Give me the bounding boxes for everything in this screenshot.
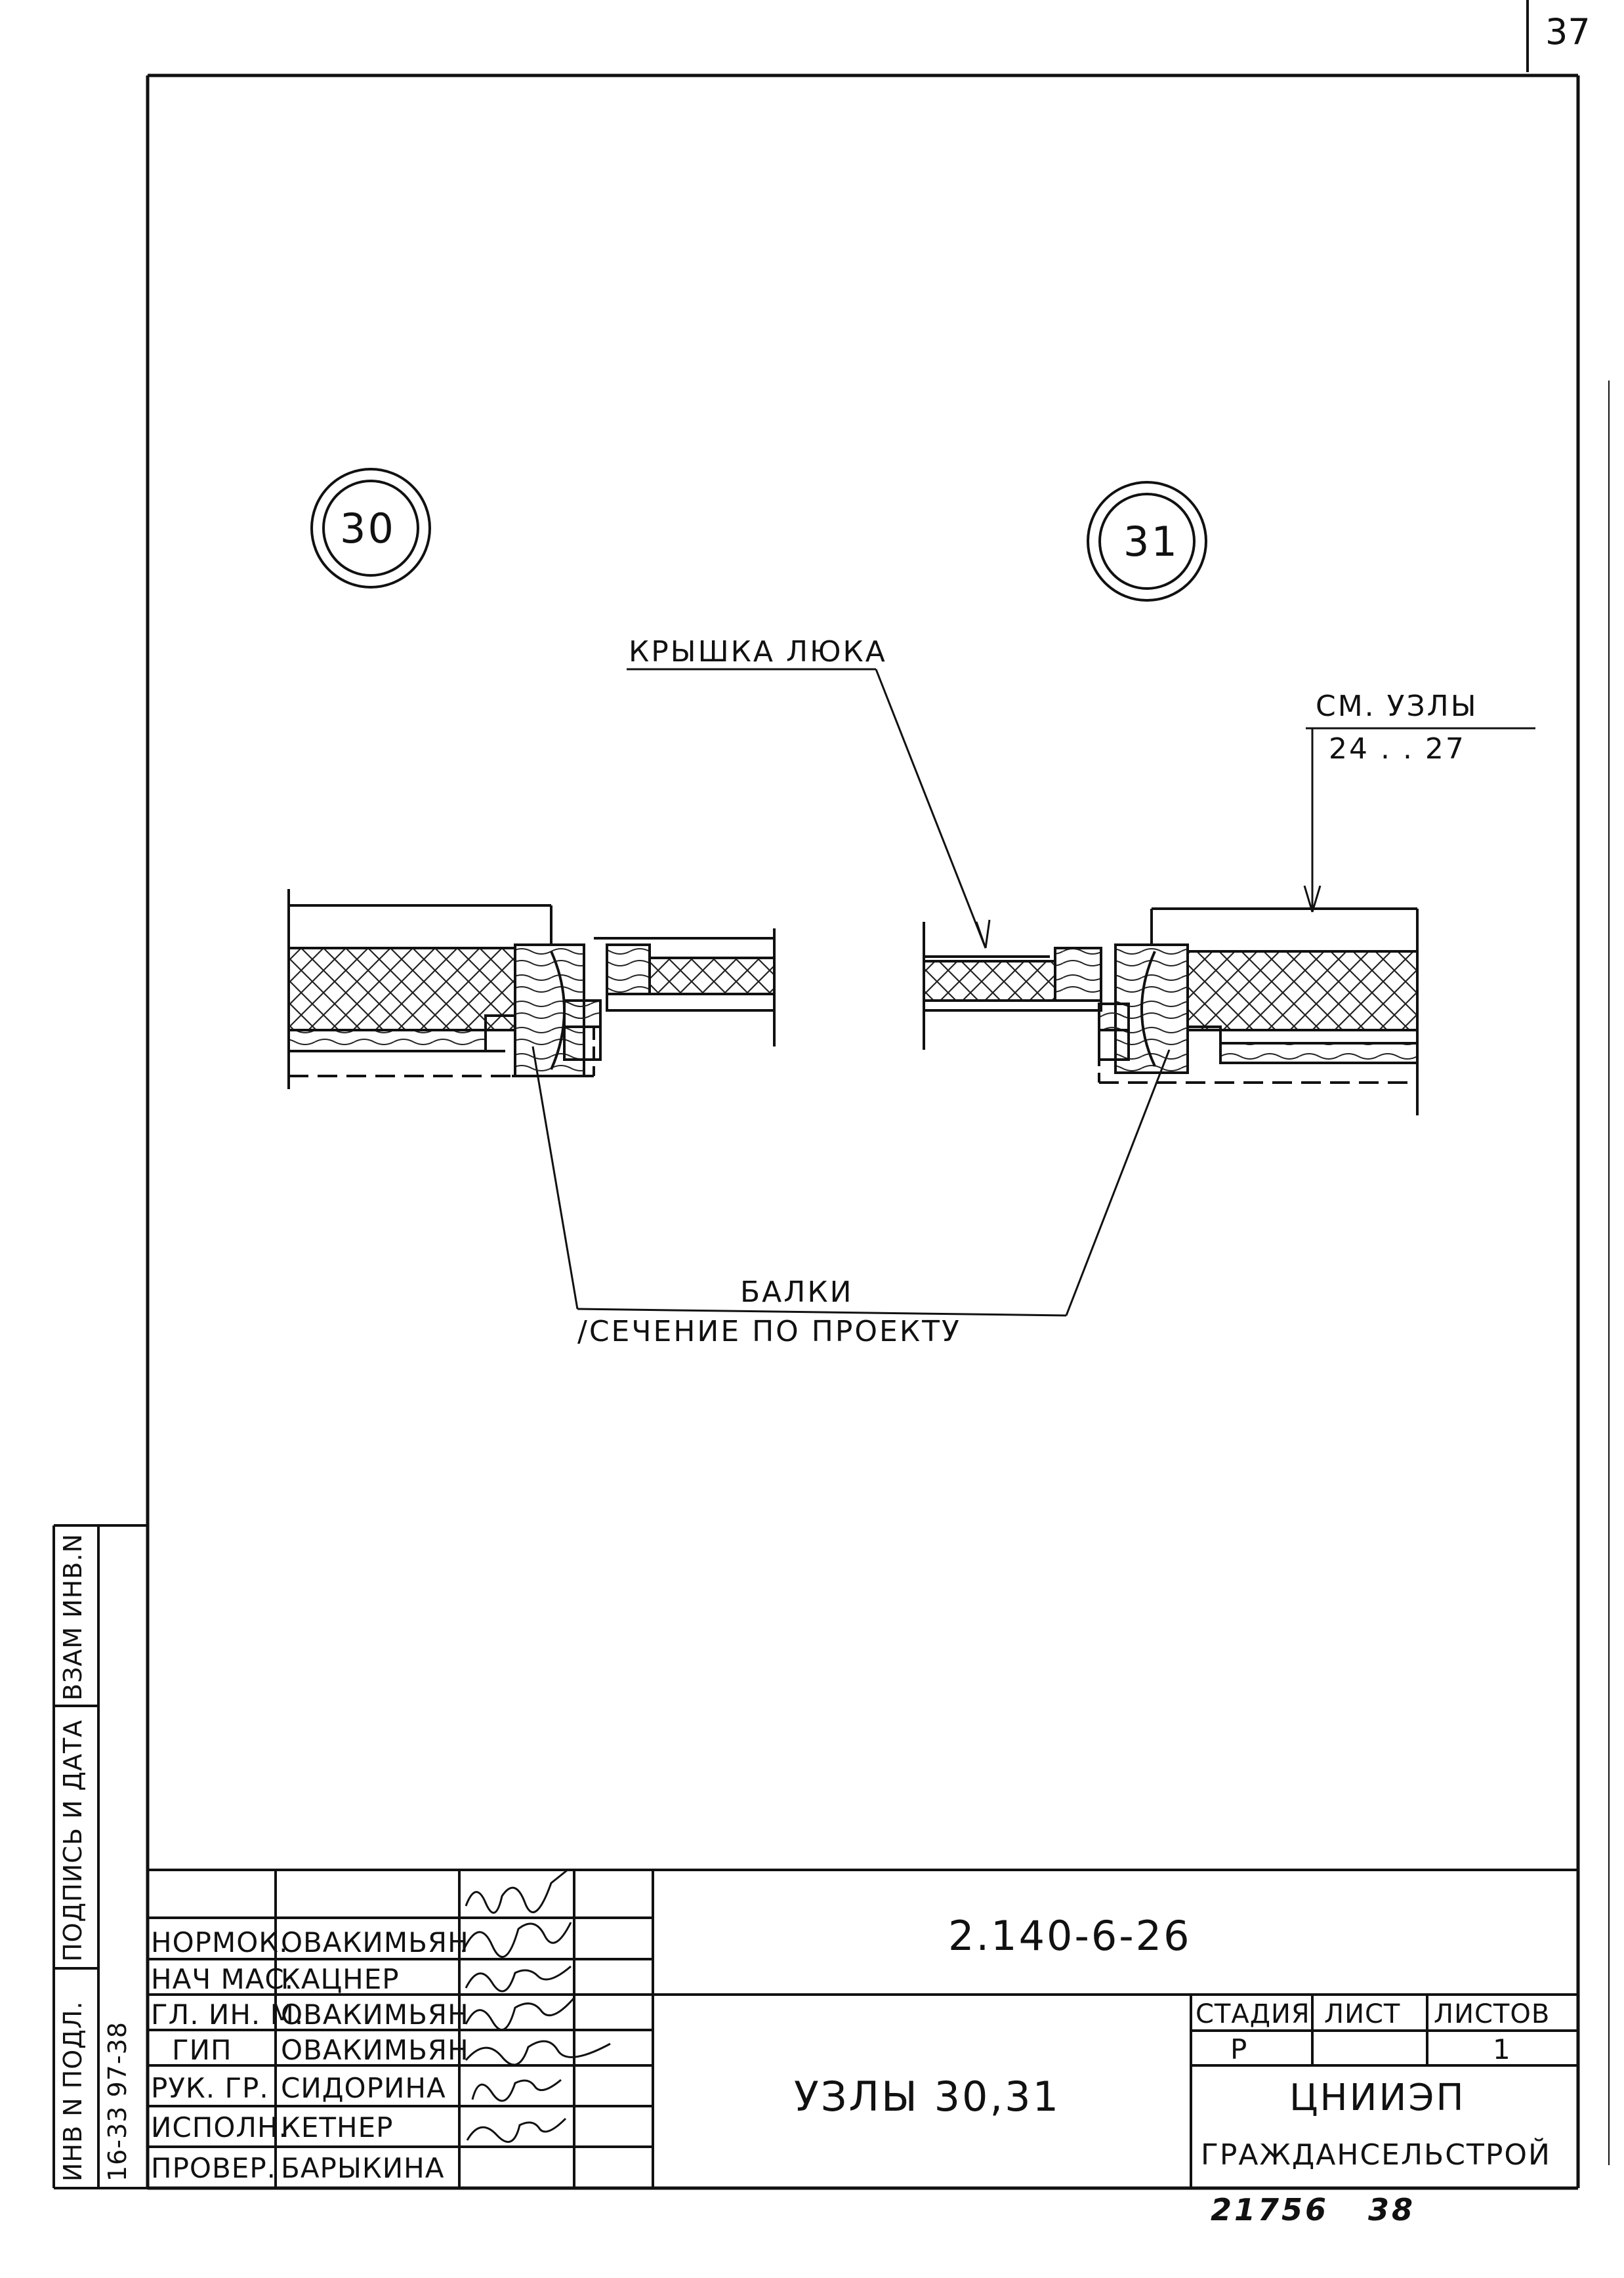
label-beams-section: /СЕЧЕНИЕ ПО ПРОЕКТУ [577,1315,961,1348]
name-cell: БАРЫКИНА [281,2152,445,2184]
org-name: ЦНИИЭП [1289,2077,1466,2119]
sheet-frame [146,0,1610,2190]
label-see-nodes-range: 24 . . 27 [1329,732,1466,766]
document-code: 2.140-6-26 [948,1912,1192,1960]
callout-circle-30 [310,468,431,589]
leader-lines [531,668,1535,1317]
callout-label-30: 30 [340,505,396,552]
role-cell: ГИП [172,2034,232,2066]
label-beams: БАЛКИ [740,1275,854,1309]
name-cell: ОВАКИМЬЯН [281,2034,469,2066]
role-cell: ПРОВЕР. [151,2152,276,2184]
sheets-label: ЛИСТОВ [1434,1999,1551,2029]
name-cell: ОВАКИМЬЯН [281,1998,469,2031]
stage-label: СТАДИЯ [1196,1999,1310,2029]
name-cell: СИДОРИНА [281,2072,446,2104]
org-subname: ГРАЖДАНСЕЛЬСТРОЙ [1201,2138,1551,2172]
name-cell: КЕТНЕР [281,2111,394,2143]
section-node-31 [923,907,1419,1115]
handwritten-signatures [461,1869,611,2143]
side-stamp-signature-date: ПОДПИСЬ И ДАТА [58,1719,87,1962]
sheet-label: ЛИСТ [1324,1999,1401,2029]
sheet-title: УЗЛЫ 30,31 [794,2073,1061,2121]
role-cell: РУК. ГР. [151,2072,269,2104]
label-see-nodes: СМ. УЗЛЫ [1316,690,1478,723]
name-cell: КАЦНЕР [281,1963,400,1995]
page-number: 37 [1545,11,1591,52]
side-stamp-inv-value: 16-33 97-38 [103,2021,132,2182]
footer-number: 21756 38 [1211,2192,1416,2227]
role-cell: ИСПОЛН. [151,2111,288,2143]
role-cell: ГЛ. ИН. М. [151,1998,304,2031]
title-block-grid [148,1869,1578,2188]
side-stamp-frame [52,1524,148,2189]
sheets-value: 1 [1493,2033,1511,2065]
label-hatch-cover: КРЫШКА ЛЮКА [629,635,887,669]
callout-circle-31 [1087,481,1207,602]
stage-value: Р [1230,2033,1248,2065]
role-cell: НАЧ МАС. [151,1963,295,1995]
role-cell: НОРМОК. [151,1926,289,1958]
callout-label-31: 31 [1123,518,1179,566]
name-cell: ОВАКИМЬЯН [281,1926,469,1958]
side-stamp-replace-inv: ВЗАМ ИНВ.N [58,1533,87,1701]
section-node-30 [287,889,776,1089]
side-stamp-inv-label: ИНВ N ПОДЛ. [58,2000,87,2182]
